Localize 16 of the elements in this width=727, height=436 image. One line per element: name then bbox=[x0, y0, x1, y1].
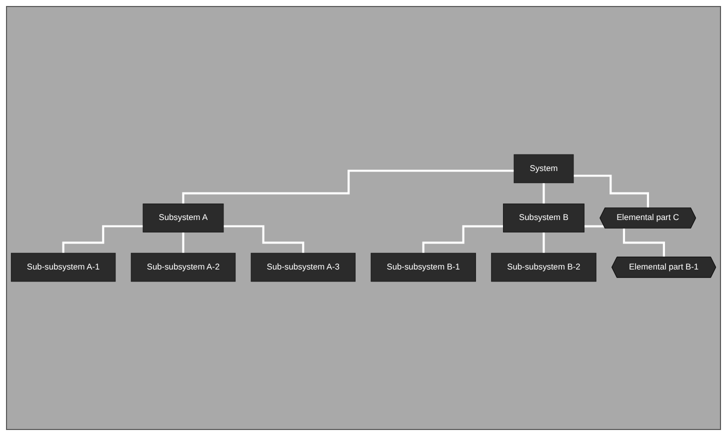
node-box: Sub-subsystem A-1 bbox=[10, 252, 116, 282]
node-box: System bbox=[514, 154, 574, 184]
connector bbox=[182, 170, 514, 205]
node-box: Sub-subsystem B-2 bbox=[491, 252, 596, 282]
connector bbox=[223, 225, 304, 254]
connector bbox=[542, 231, 545, 254]
node-box: Sub-subsystem B-1 bbox=[370, 252, 476, 282]
connector bbox=[422, 225, 504, 254]
connector bbox=[542, 182, 545, 205]
node-box: Sub-subsystem A-3 bbox=[250, 252, 356, 282]
node-box: Subsystem B bbox=[503, 204, 584, 232]
connector bbox=[182, 231, 184, 254]
connector bbox=[62, 225, 144, 254]
node-box: Sub-subsystem A-2 bbox=[130, 252, 236, 282]
connector bbox=[573, 174, 650, 210]
node-box: Subsystem A bbox=[142, 204, 224, 232]
